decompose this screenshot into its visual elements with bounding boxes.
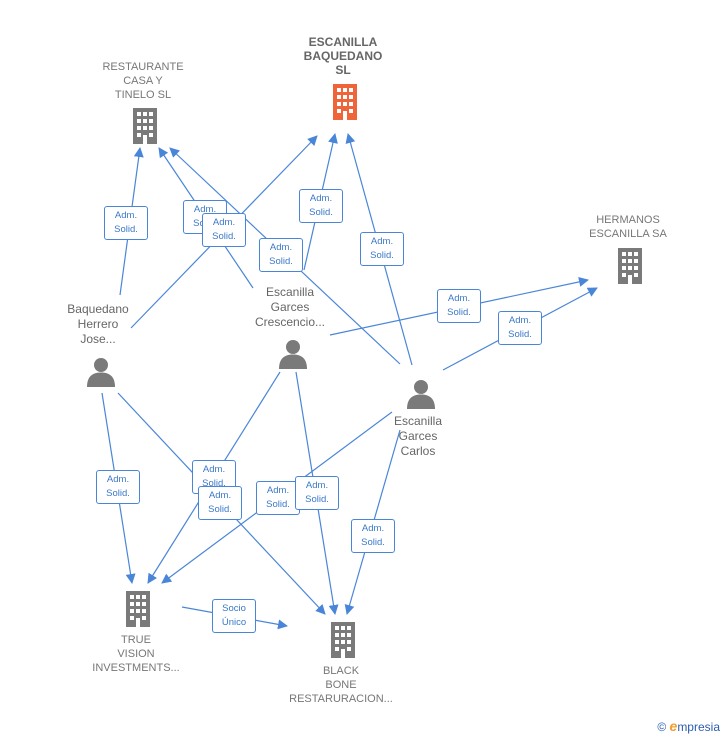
relation-label[interactable]: Adm. Solid. [256,481,300,515]
relation-label[interactable]: Adm. Solid. [437,289,481,323]
icons-layer [87,84,642,658]
node-label-escanilla-baquedano[interactable]: ESCANILLA BAQUEDANO SL [303,35,383,77]
building-icon[interactable] [133,108,157,144]
edges-layer [101,133,598,630]
brand-name: mpresia [677,720,720,734]
person-icon[interactable] [279,340,307,369]
relation-label[interactable]: Adm. Solid. [498,311,542,345]
relation-label[interactable]: Adm. Solid. [351,519,395,553]
relation-label[interactable]: Adm. Solid. [198,486,242,520]
brand-logo-initial: e [669,718,678,734]
person-icon[interactable] [407,380,435,409]
relation-label[interactable]: Adm. Solid. [96,470,140,504]
building-icon[interactable] [126,591,150,627]
relation-label[interactable]: Socio Único [212,599,256,633]
node-label-baquedano-herrero[interactable]: Baquedano Herrero Jose... [67,302,129,346]
node-label-escanilla-crescencio[interactable]: Escanilla Garces Crescencio... [254,285,326,329]
brand-footer[interactable]: © empresia [657,718,720,734]
building-icon[interactable] [618,248,642,284]
node-label-restaurante-casa[interactable]: RESTAURANTE CASA Y TINELO SL [102,61,184,101]
copyright-symbol: © [657,720,667,734]
node-label-hermanos-escanilla[interactable]: HERMANOS ESCANILLA SA [589,214,667,240]
relation-label[interactable]: Adm. Solid. [202,213,246,247]
relation-label[interactable]: Adm. Solid. [295,476,339,510]
relation-label[interactable]: Adm. Solid. [259,238,303,272]
node-label-black-bone[interactable]: BLACK BONE RESTARURACION... [289,665,393,705]
building-icon[interactable] [331,622,355,658]
building-icon[interactable] [333,84,357,120]
node-label-escanilla-carlos[interactable]: Escanilla Garces Carlos [393,414,443,458]
relation-label[interactable]: Adm. Solid. [360,232,404,266]
person-icon[interactable] [87,358,115,387]
relation-label[interactable]: Adm. Solid. [104,206,148,240]
relation-label[interactable]: Adm. Solid. [299,189,343,223]
node-label-true-vision[interactable]: TRUE VISION INVESTMENTS... [92,634,180,674]
